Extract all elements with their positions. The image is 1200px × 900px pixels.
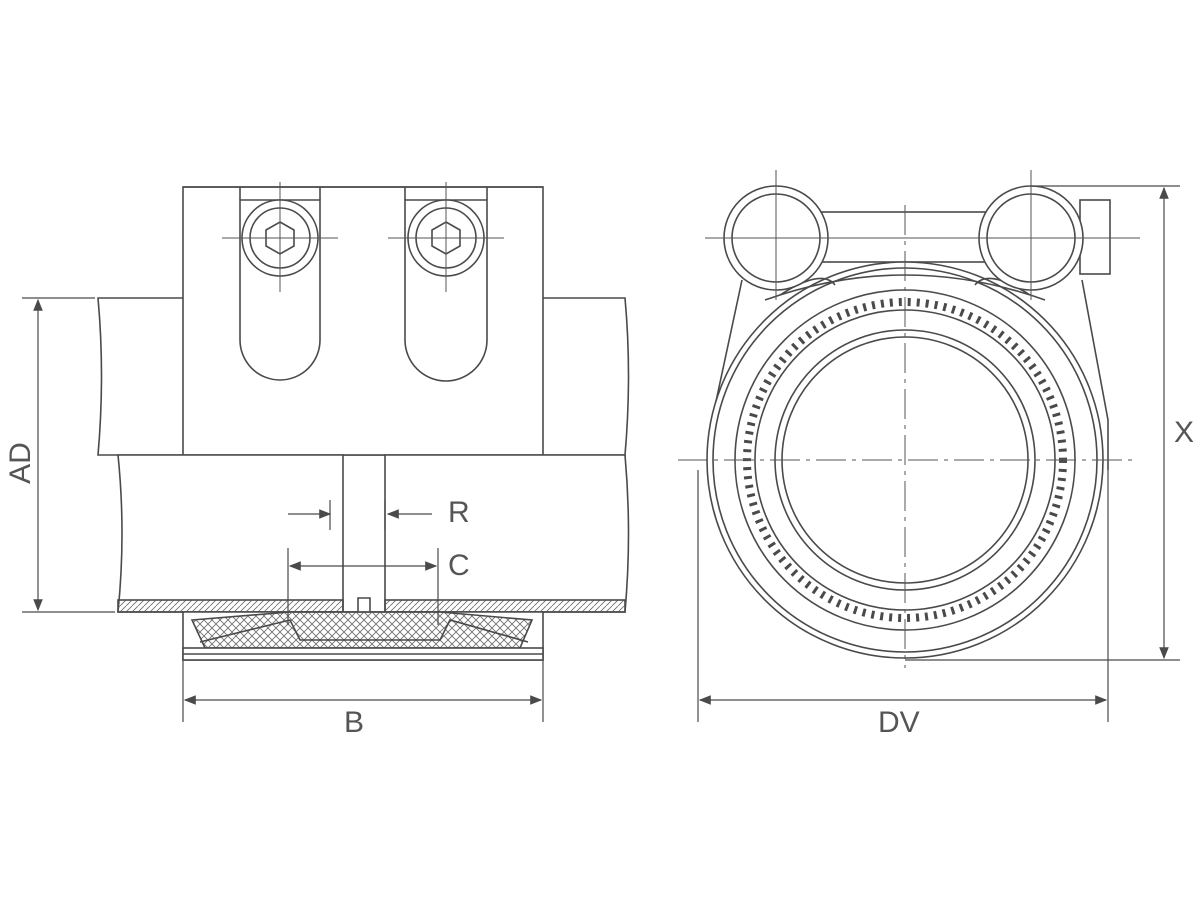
lower-pipe-right <box>384 454 630 613</box>
front-view <box>706 185 1111 659</box>
front-dimensions <box>697 185 1180 722</box>
dimension-label-dv: DV <box>878 706 920 739</box>
bolt-shank-end <box>1079 199 1111 275</box>
seal-gasket <box>190 611 534 649</box>
clamp-housing <box>182 186 544 456</box>
left-pipe-wall <box>117 599 344 613</box>
side-dimensions <box>22 297 544 722</box>
dimension-label-x: X <box>1174 416 1195 449</box>
dimension-label-b: B <box>344 706 365 739</box>
dimension-label-r: R <box>448 496 470 529</box>
dimension-label-ad: AD <box>4 442 37 484</box>
lower-pipe-left <box>117 454 344 613</box>
center-spacer <box>343 597 385 613</box>
side-view <box>97 186 630 661</box>
dimension-label-c: C <box>448 549 470 582</box>
front-center-lines <box>678 170 1140 668</box>
side-center-lines <box>222 182 504 292</box>
right-pipe-wall <box>384 599 626 613</box>
